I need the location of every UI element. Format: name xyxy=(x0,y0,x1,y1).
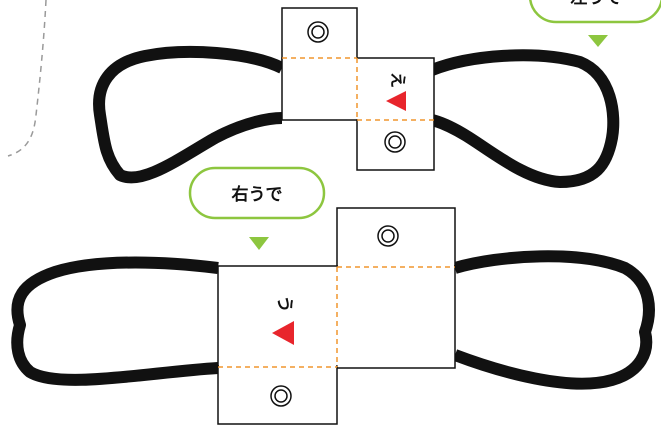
top-arm-piece: え xyxy=(93,7,620,188)
green-triangle-icon xyxy=(588,35,608,47)
top-right-wing xyxy=(429,49,620,188)
double-circle-icon xyxy=(307,21,329,43)
lower-callout-bubble: 右うで xyxy=(188,166,326,250)
bottom-lower-tab xyxy=(217,365,338,425)
upper-callout-text: 左うで xyxy=(571,0,622,8)
lower-callout-text: 右うで xyxy=(232,184,283,205)
bottom-right-wing xyxy=(452,250,655,390)
bottom-arm-piece: う xyxy=(11,207,655,425)
upper-callout-bubble: 左うで xyxy=(529,0,661,47)
top-left-wing xyxy=(93,46,285,184)
top-side-label: え xyxy=(389,72,408,88)
double-circle-icon xyxy=(270,385,292,407)
double-circle-icon xyxy=(377,225,399,247)
bottom-side-label: う xyxy=(274,296,294,313)
cut-guide-line xyxy=(7,0,47,157)
bottom-upper-tab xyxy=(336,207,456,269)
top-middle-panel xyxy=(281,57,435,121)
red-triangle-icon xyxy=(272,321,294,345)
bottom-left-wing xyxy=(11,256,219,386)
top-lower-tab xyxy=(356,119,435,171)
double-circle-icon xyxy=(384,131,406,153)
top-upper-tab xyxy=(281,7,358,61)
red-triangle-icon xyxy=(386,91,406,111)
green-triangle-icon xyxy=(249,237,269,250)
